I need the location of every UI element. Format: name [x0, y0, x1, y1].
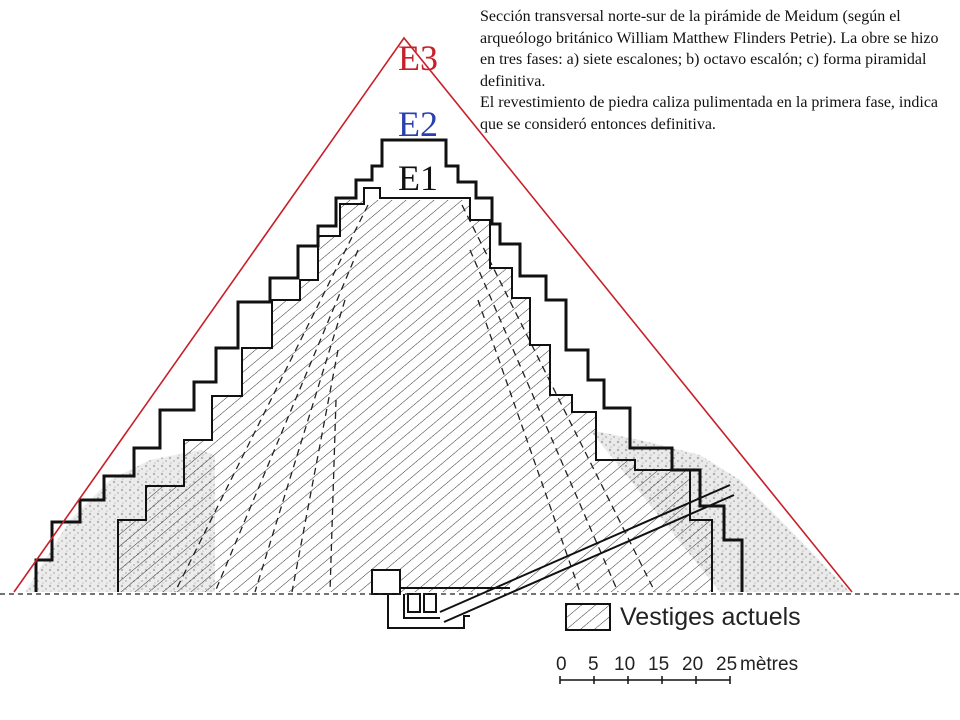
- descending-passage: [439, 484, 735, 623]
- scale-bar: [559, 676, 731, 684]
- legend-swatch-hatched: [565, 603, 611, 631]
- remains-hatched-core: [118, 200, 712, 592]
- scale-tick-5: 5: [588, 654, 599, 675]
- scale-tick-20: 20: [682, 654, 704, 675]
- phase-e1-stepped-outline: [117, 187, 713, 592]
- label-e3: E3: [398, 38, 438, 78]
- label-e2: E2: [398, 104, 438, 144]
- caption-text-block: Sección transversal norte-sur de la pirá…: [480, 6, 950, 135]
- legend-label: Vestiges actuels: [620, 603, 801, 631]
- burial-chamber: [371, 569, 510, 629]
- caption-paragraph-1: Sección transversal norte-sur de la pirá…: [480, 8, 939, 90]
- scale-tick-25: 25: [716, 654, 738, 675]
- label-e1: E1: [398, 158, 438, 198]
- scale-unit: mètres: [740, 654, 799, 675]
- scale-tick-15: 15: [648, 654, 670, 675]
- internal-accretion-lines: [174, 204, 656, 593]
- phase-e2-stepped-outline: [34, 138, 744, 592]
- scale-tick-0: 0: [556, 654, 567, 675]
- phase-e3-final-pyramid-outline: [13, 36, 853, 593]
- caption-paragraph-2: El revestimiento de piedra caliza pulime…: [480, 94, 939, 133]
- scale-tick-10: 10: [614, 654, 636, 675]
